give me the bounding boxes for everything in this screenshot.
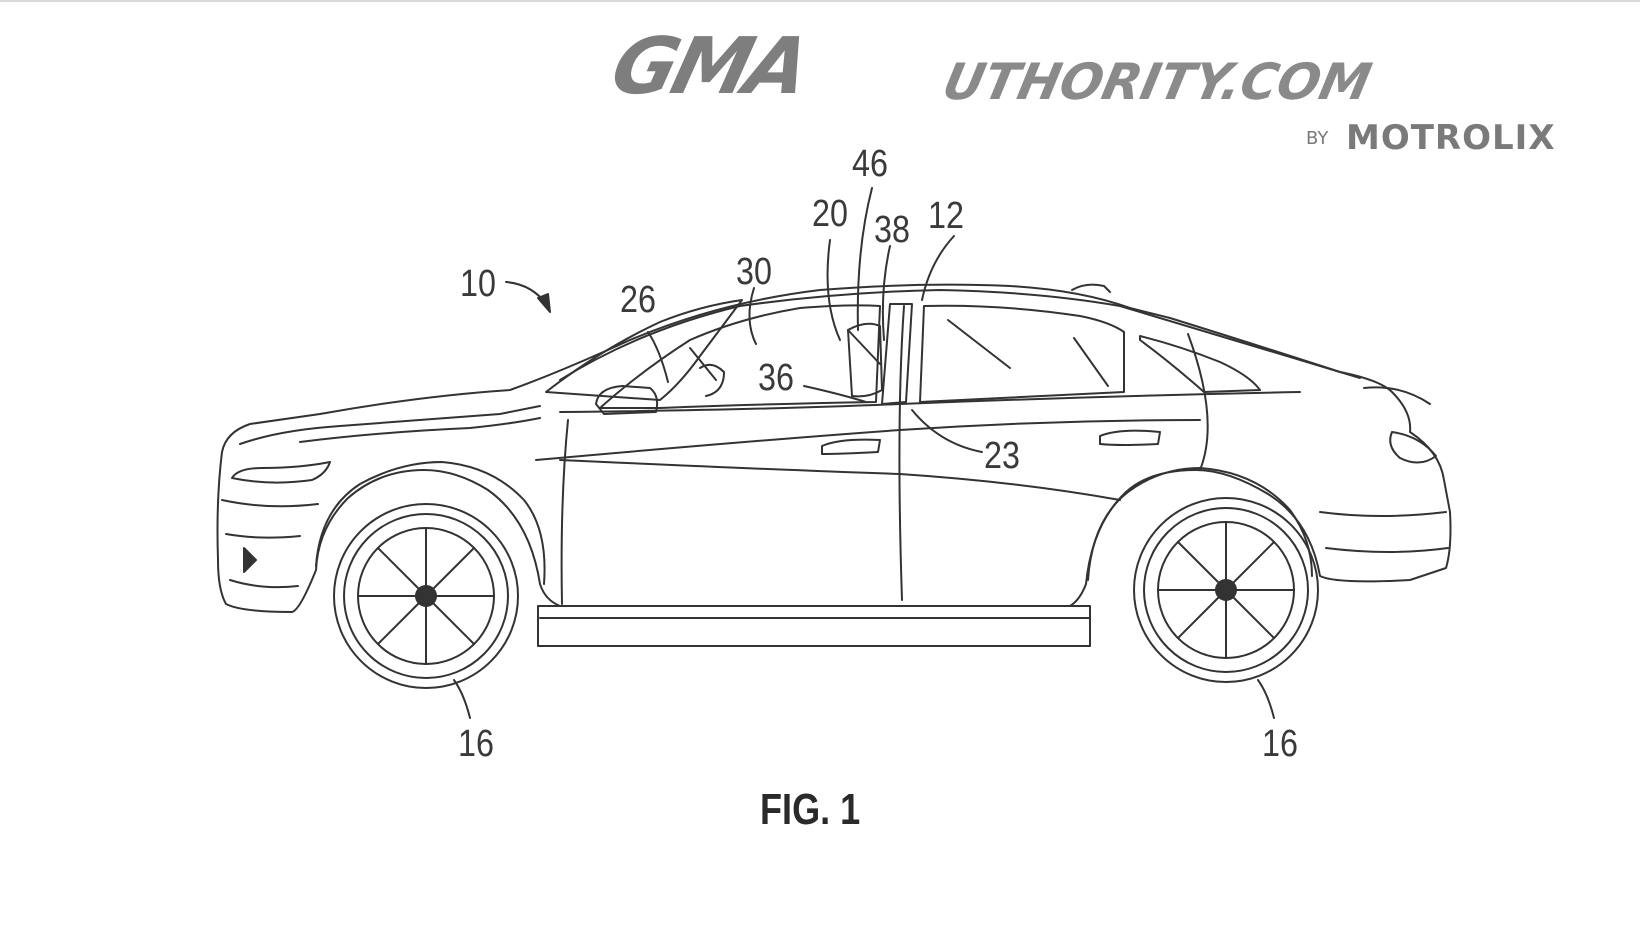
front-bumper-line [221, 499, 319, 508]
rear-spoiler [1363, 386, 1431, 405]
hood-line [239, 405, 541, 445]
rear-door-window [919, 304, 1125, 403]
leader-30 [748, 287, 757, 345]
leader-12 [921, 235, 955, 301]
rear-door-handle [1099, 429, 1161, 446]
roof-rail [559, 289, 1361, 381]
fog-lamp [243, 547, 257, 573]
leader-20 [826, 239, 841, 341]
ref-label-46: 46 [852, 143, 888, 185]
glass-hatching [689, 319, 1109, 387]
front-grille [225, 533, 301, 589]
rear-door-rear-edge [1187, 333, 1209, 471]
gm-authority-logo: GMA UTHORITY.COM BY MOTROLIX [600, 22, 1610, 172]
rear-wheel [1133, 497, 1319, 683]
lower-crease [559, 459, 1121, 501]
logo-by-label: BY [1306, 128, 1329, 149]
side-mirror [595, 385, 659, 415]
taillamp [1389, 431, 1437, 464]
leader-16-front [453, 679, 471, 719]
front-wheel-arch [315, 461, 546, 585]
rear-wheel-arch [1087, 467, 1313, 581]
leader-26 [647, 331, 669, 383]
leader-38 [881, 245, 891, 341]
leader-23 [911, 409, 983, 453]
ref-label-10: 10 [460, 263, 496, 305]
ref-label-16-front: 16 [458, 723, 494, 765]
ref-label-23: 23 [984, 435, 1020, 477]
figure-caption: FIG. 1 [760, 785, 861, 834]
ref-label-20: 20 [812, 193, 848, 235]
ref-label-12: 12 [928, 195, 964, 237]
b-pillar [881, 303, 913, 405]
rocker-panel [537, 605, 1091, 647]
leader-16-rear [1257, 679, 1275, 719]
ref-label-30: 30 [736, 251, 772, 293]
rear-bumper-line [1319, 511, 1449, 553]
front-wheel [333, 503, 519, 689]
front-door-front-edge [560, 419, 569, 605]
top-border [0, 0, 1640, 2]
headlamp [231, 461, 331, 484]
car-body-outline [216, 283, 1452, 613]
leader-46 [856, 187, 873, 331]
leader-10-arrowhead [537, 293, 551, 313]
ref-label-26: 26 [620, 279, 656, 321]
front-window [599, 304, 881, 409]
roof-fin [1071, 283, 1111, 293]
door-split [898, 305, 905, 601]
logo-company-name: MOTROLIX [1346, 118, 1556, 158]
hood-crease [299, 417, 541, 443]
seat-back [847, 322, 883, 398]
windshield [545, 299, 743, 401]
leader-36 [803, 385, 867, 403]
ref-label-36: 36 [758, 357, 794, 399]
front-door-handle [821, 438, 881, 455]
ref-label-16-rear: 16 [1262, 723, 1298, 765]
quarter-window [1139, 335, 1261, 393]
beltline [559, 391, 1301, 413]
steering-wheel [699, 363, 725, 397]
ref-label-38: 38 [874, 209, 910, 251]
